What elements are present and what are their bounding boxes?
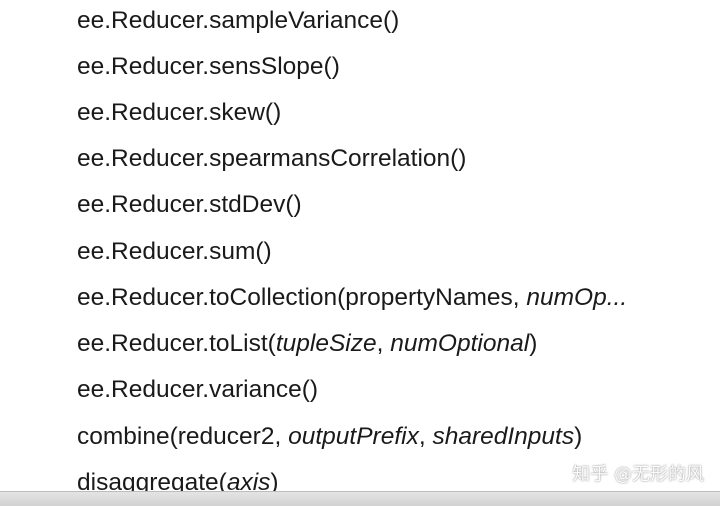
optional-param: tupleSize [275, 330, 377, 357]
method-item[interactable]: ee.Reducer.sum() [77, 234, 272, 270]
method-signature: ee.Reducer.sensSlope() [77, 53, 340, 80]
method-item[interactable]: ee.Reducer.sensSlope() [77, 49, 340, 85]
method-item[interactable]: ee.Reducer.sampleVariance() [77, 3, 399, 39]
optional-param: outputPrefix [288, 423, 419, 450]
watermark: 知乎 @无形的风 [572, 464, 704, 485]
method-signature: ee.Reducer.variance() [77, 376, 319, 403]
method-signature: combine(reducer2, [77, 423, 289, 450]
method-list: ee.Reducer.sampleVariance() ee.Reducer.s… [77, 3, 627, 493]
method-signature: ee.Reducer.sum() [77, 238, 272, 265]
method-signature: disaggregate( [77, 469, 227, 493]
method-item[interactable]: ee.Reducer.spearmansCorrelation() [77, 141, 466, 177]
method-signature: ee.Reducer.toList( [77, 330, 276, 357]
method-item[interactable]: ee.Reducer.variance() [77, 372, 318, 408]
method-item[interactable]: ee.Reducer.toCollection(propertyNames, n… [77, 280, 627, 316]
method-close: ) [529, 330, 538, 357]
method-signature: ee.Reducer.sampleVariance() [77, 7, 400, 34]
optional-param: axis [226, 469, 271, 493]
method-item[interactable]: ee.Reducer.skew() [77, 95, 281, 131]
method-signature: ee.Reducer.spearmansCorrelation() [77, 145, 467, 172]
method-close: ) [574, 423, 583, 450]
method-item[interactable]: disaggregate(axis) [77, 465, 279, 493]
method-item[interactable]: ee.Reducer.toList(tupleSize, numOptional… [77, 326, 537, 362]
param-separator: , [376, 330, 391, 357]
optional-param: numOp... [526, 284, 628, 311]
method-signature: ee.Reducer.stdDev() [77, 191, 302, 218]
method-signature: ee.Reducer.toCollection(propertyNames, [77, 284, 527, 311]
method-close: ) [270, 469, 279, 493]
method-item[interactable]: combine(reducer2, outputPrefix, sharedIn… [77, 419, 582, 455]
optional-param: sharedInputs [432, 423, 575, 450]
horizontal-scrollbar[interactable] [0, 491, 720, 506]
method-signature: ee.Reducer.skew() [77, 99, 282, 126]
optional-param: numOptional [390, 330, 530, 357]
param-separator: , [418, 423, 433, 450]
method-item[interactable]: ee.Reducer.stdDev() [77, 187, 302, 223]
